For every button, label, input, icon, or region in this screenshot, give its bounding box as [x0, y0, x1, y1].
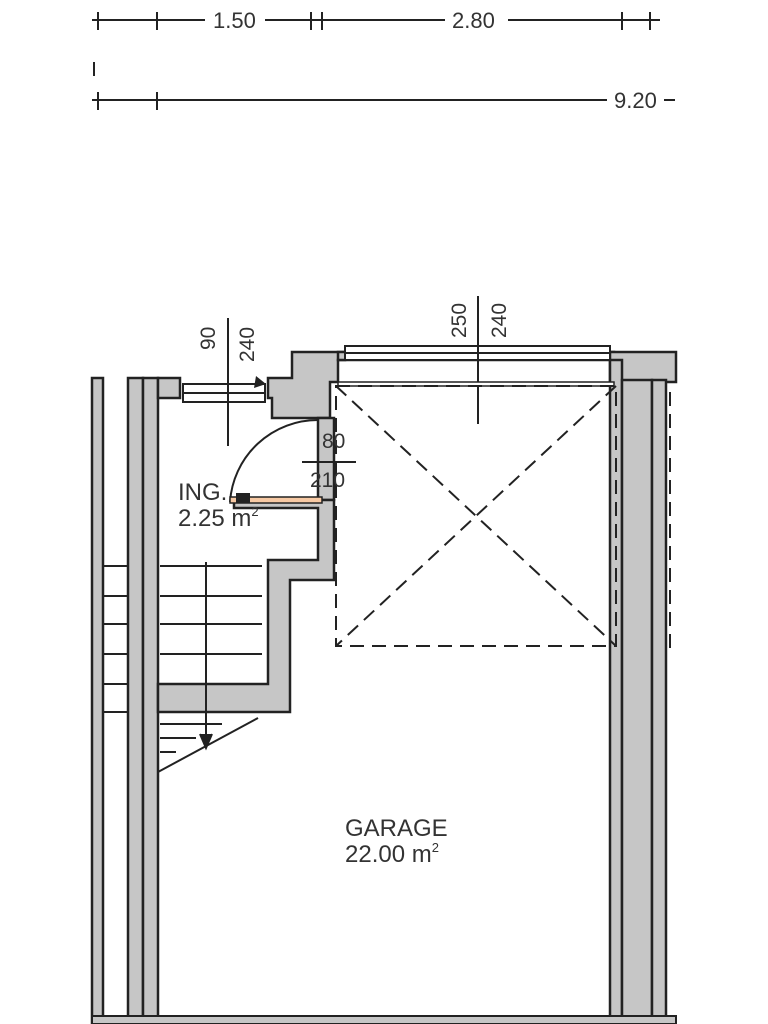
room-label-garage: GARAGE 22.00 m2	[345, 815, 448, 868]
dimension-label-2-80: 2.80	[452, 8, 495, 33]
neighbour-stair-lines	[103, 565, 128, 713]
garage-door-height-label: 240	[488, 303, 511, 338]
dimension-label-1-50: 1.50	[213, 8, 256, 33]
entry-window-sill-label: 90	[197, 327, 220, 350]
entry-window-height-label: 240	[236, 327, 259, 362]
dimension-ticks-top	[97, 12, 651, 30]
garage-door-sill-label: 250	[448, 303, 471, 338]
room-name-garage: GARAGE	[345, 815, 448, 842]
dimension-label-9-20: 9.20	[614, 88, 657, 113]
inner-door-width-label: 80	[322, 430, 345, 453]
inner-door	[229, 418, 356, 504]
room-area-garage: 22.00 m2	[345, 840, 439, 868]
overhead-door-box	[335, 385, 617, 647]
dimension-row-top: 1.50 2.80	[92, 8, 660, 33]
room-label-entry: ING. 2.25 m2	[178, 479, 259, 532]
room-name-entry: ING.	[178, 479, 227, 506]
inner-door-height-label: 210	[310, 469, 345, 492]
walls	[90, 350, 678, 1024]
garage-door	[337, 296, 615, 424]
staircase	[157, 562, 262, 773]
entry-window	[182, 318, 266, 446]
dimension-row-overall: 9.20	[92, 62, 675, 113]
room-area-entry: 2.25 m2	[178, 504, 259, 532]
